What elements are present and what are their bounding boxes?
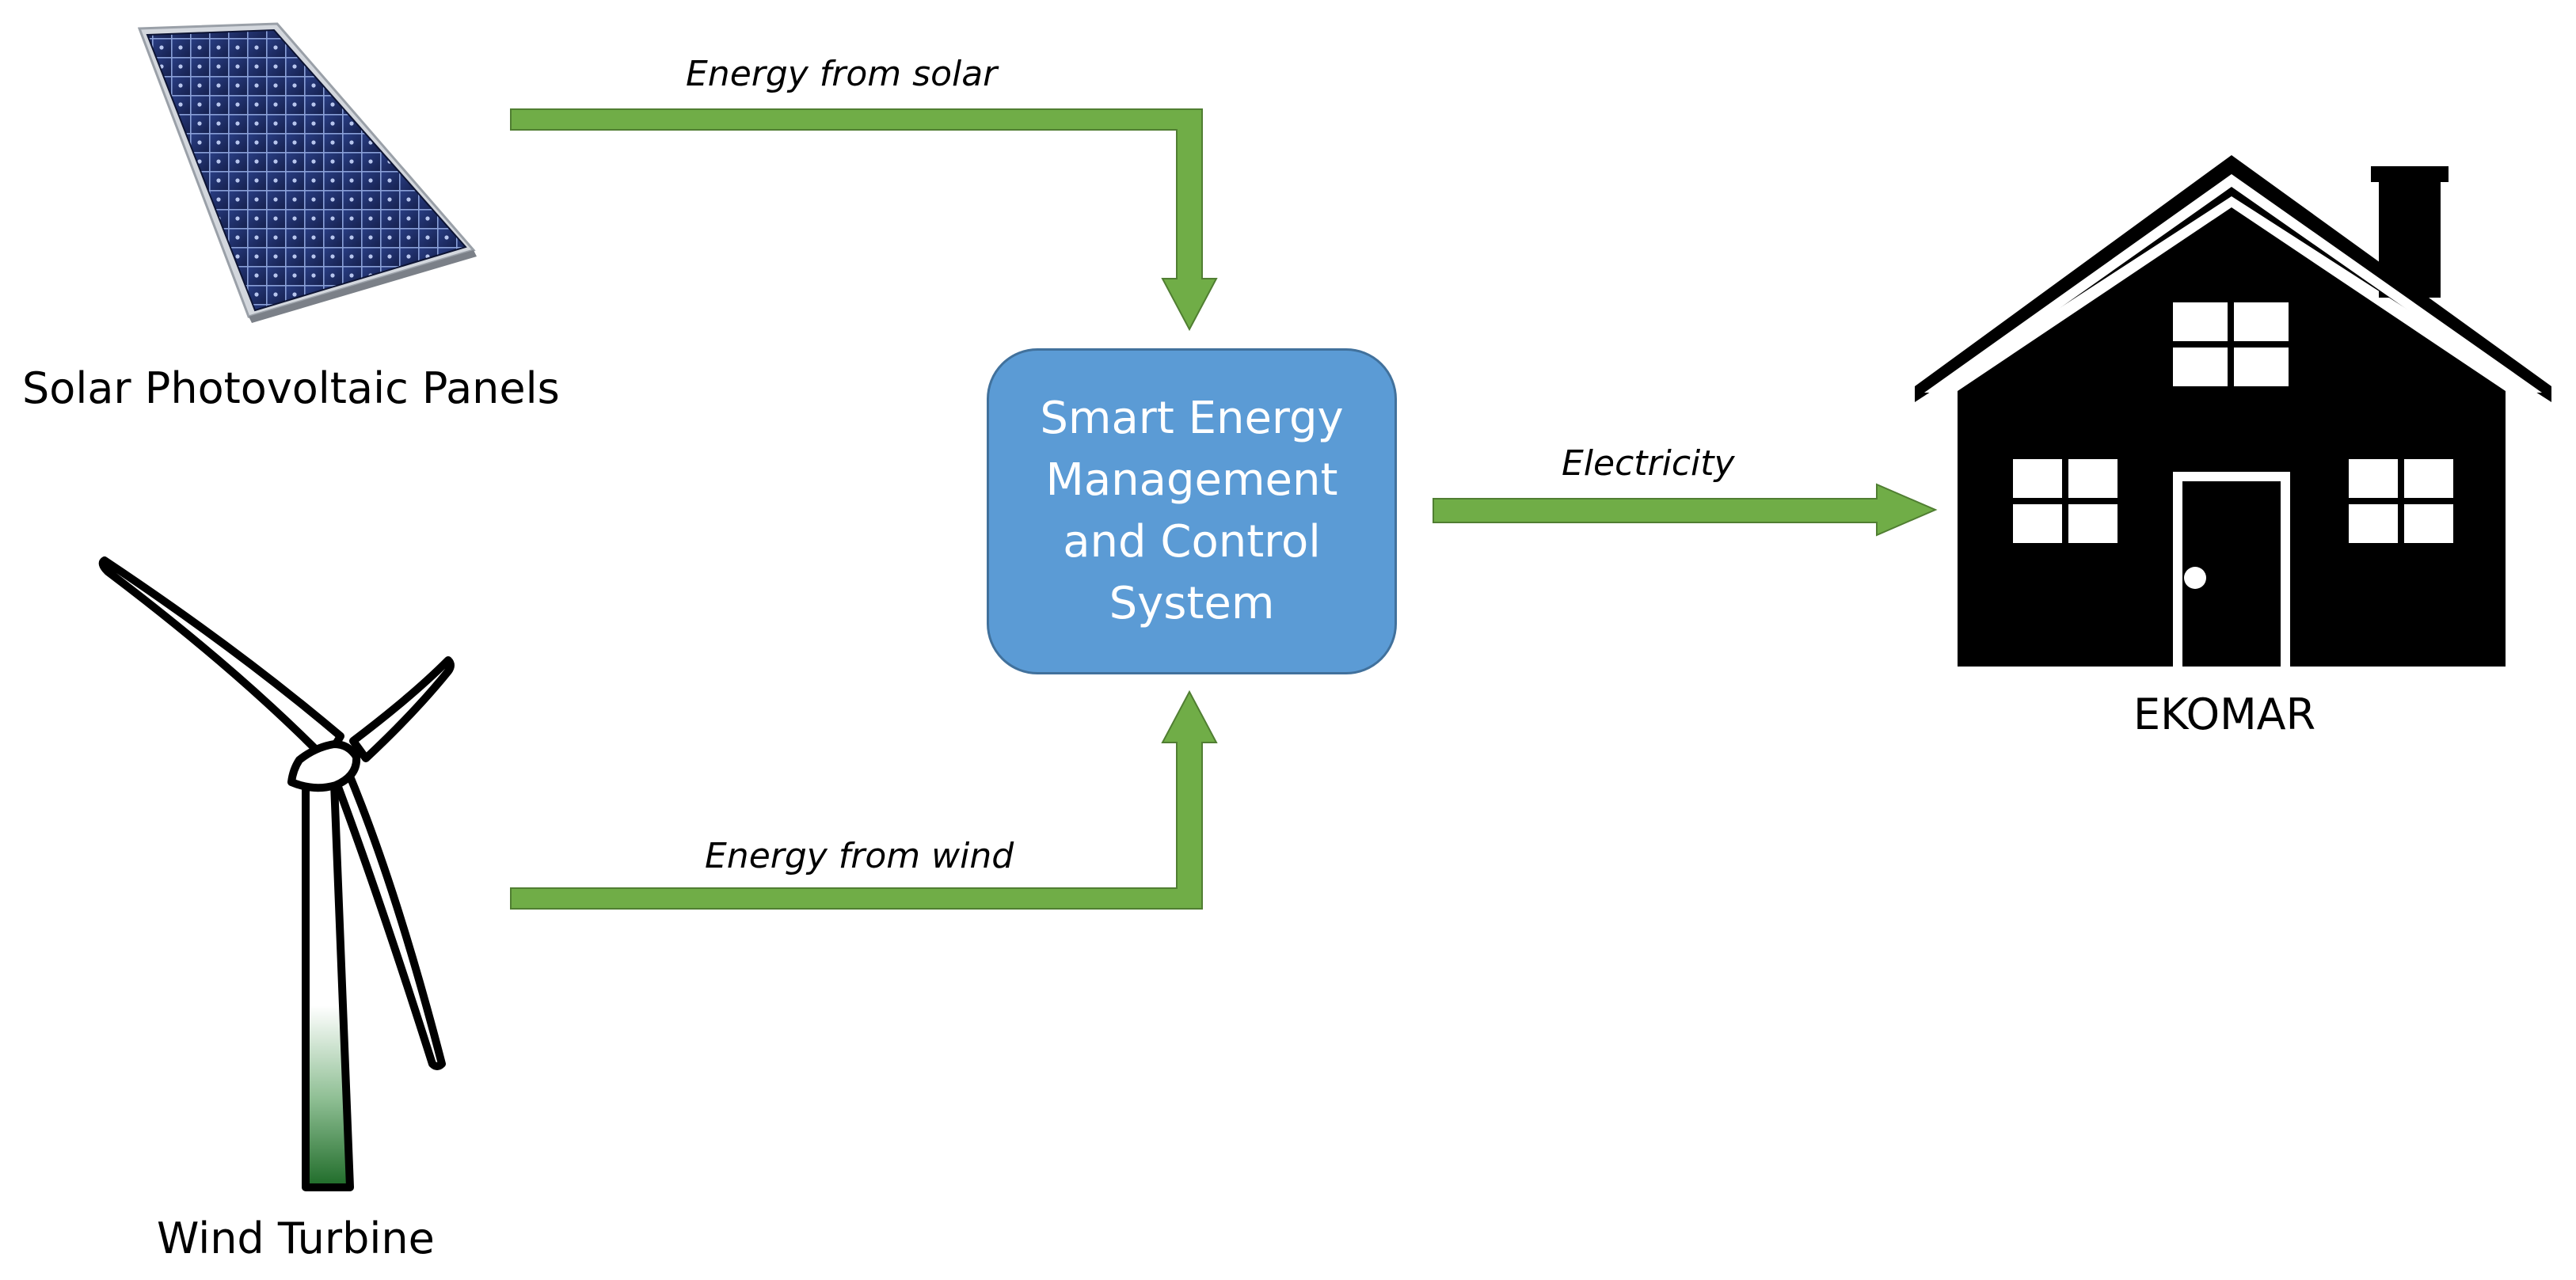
energy-from-solar-label: Energy from solar	[686, 54, 998, 94]
left-window-icon	[2013, 459, 2117, 543]
wind-turbine-label: Wind Turbine	[157, 1214, 435, 1263]
wind-to-hub-arrow	[510, 689, 1218, 910]
energy-from-wind-label: Energy from wind	[705, 836, 1014, 876]
house-icon	[1915, 155, 2551, 667]
smart-energy-system-box: Smart Energy Management and Control Syst…	[987, 348, 1397, 674]
hub-to-house-arrow	[1433, 483, 1938, 537]
solar-to-hub-arrow	[510, 108, 1218, 332]
house-label: EKOMAR	[2133, 689, 2316, 739]
smart-energy-system-label: Smart Energy Management and Control Syst…	[1040, 393, 1344, 629]
door-icon	[2173, 472, 2290, 667]
solar-panel-icon	[137, 22, 477, 323]
solar-panels-label: Solar Photovoltaic Panels	[22, 363, 560, 413]
electricity-label: Electricity	[1562, 443, 1735, 484]
attic-window-icon	[2173, 302, 2289, 386]
right-window-icon	[2349, 459, 2453, 543]
wind-turbine-icon	[98, 556, 455, 1191]
